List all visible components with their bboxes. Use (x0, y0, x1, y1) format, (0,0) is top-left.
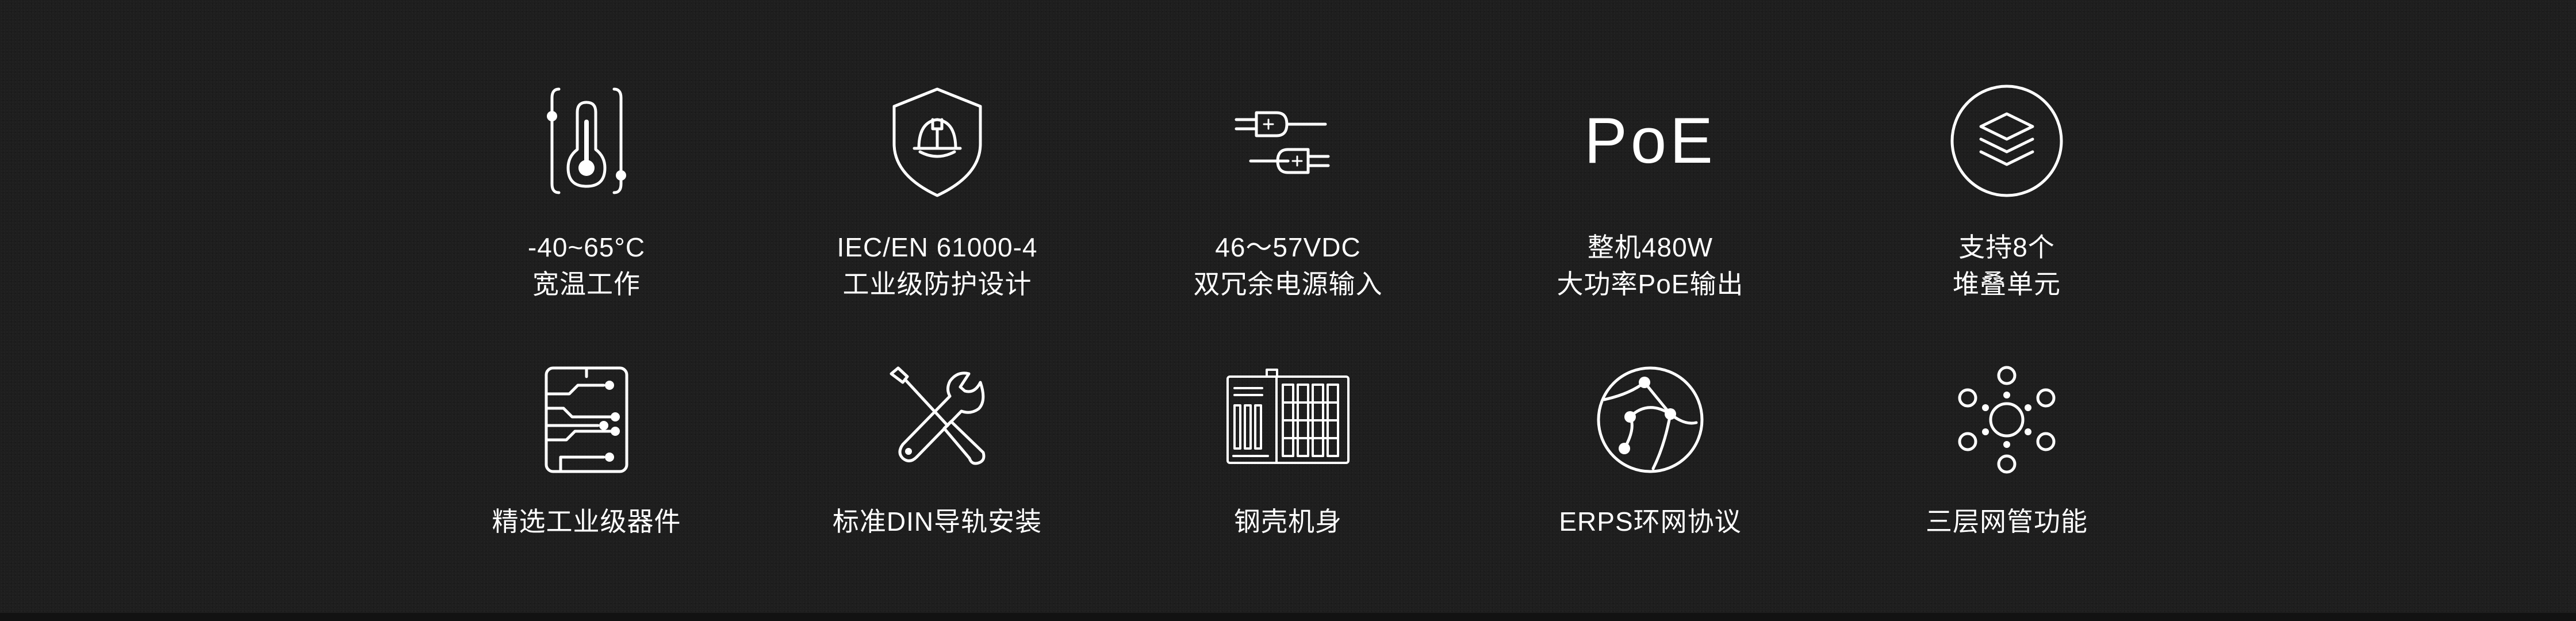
globe-network-icon (1590, 359, 1711, 480)
feature-steel-housing: 钢壳机身 (1127, 359, 1449, 540)
network-nodes-icon (1949, 359, 2064, 480)
feature-line1: 支持8个 (1958, 232, 2055, 262)
wrench-screwdriver-icon (880, 359, 995, 480)
feature-line2: 工业级防护设计 (842, 269, 1032, 299)
feature-line1: IEC/EN 61000-4 (837, 232, 1038, 262)
feature-erps-ring: ERPS环网协议 (1489, 359, 1811, 540)
feature-line1: 标准DIN导轨安装 (832, 507, 1042, 536)
feature-line1: 整机480W (1587, 232, 1713, 262)
feature-poe-output: PoE 整机480W 大功率PoE输出 (1489, 80, 1811, 302)
feature-stacking: 支持8个 堆叠单元 (1846, 80, 2168, 302)
feature-line1: 钢壳机身 (1234, 507, 1342, 536)
dual-plug-icon (1230, 80, 1346, 201)
feature-dual-power: 46～57VDC 双冗余电源输入 (1127, 80, 1449, 302)
poe-icon: PoE (1584, 80, 1716, 201)
feature-line2: 宽温工作 (532, 269, 641, 299)
shield-helmet-icon (880, 80, 995, 201)
feature-wide-temperature: -40~65°C 宽温工作 (425, 80, 747, 302)
feature-line1: 三层网管功能 (1926, 507, 2088, 536)
switch-device-icon (1222, 359, 1354, 480)
circuit-board-icon (529, 359, 644, 480)
feature-industrial-protection: IEC/EN 61000-4 工业级防护设计 (776, 80, 1098, 302)
feature-line1: 精选工业级器件 (492, 507, 681, 536)
poe-icon-text: PoE (1584, 105, 1716, 177)
feature-industrial-components: 精选工业级器件 (425, 359, 747, 540)
feature-line1: ERPS环网协议 (1559, 507, 1742, 536)
feature-line2: 堆叠单元 (1953, 269, 2061, 299)
feature-line1: -40~65°C (527, 232, 646, 262)
feature-line2: 大功率PoE输出 (1557, 269, 1744, 299)
feature-din-rail: 标准DIN导轨安装 (776, 359, 1098, 540)
feature-line2: 双冗余电源输入 (1193, 269, 1383, 299)
layers-stack-icon (1946, 80, 2067, 201)
thermometer-icon (529, 80, 644, 201)
feature-line1: 46～57VDC (1215, 232, 1361, 262)
bottom-band (0, 613, 2576, 621)
feature-l3-management: 三层网管功能 (1846, 359, 2168, 540)
